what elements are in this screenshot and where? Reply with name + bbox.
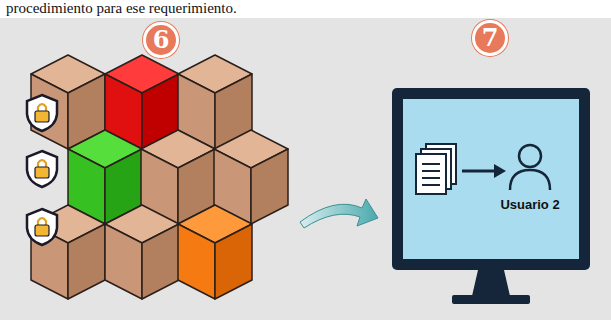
lock-body <box>35 225 49 236</box>
cube-right <box>215 224 252 299</box>
cube-cluster <box>31 55 288 299</box>
lock-shields <box>27 95 57 245</box>
shield <box>27 209 57 245</box>
document-lines <box>422 164 440 185</box>
shield <box>27 95 57 131</box>
callout-number: 7 <box>482 26 499 50</box>
cut-off-text: procedimiento para ese requerimiento. <box>6 0 237 17</box>
cube-right <box>68 224 105 299</box>
cube-right <box>142 224 179 299</box>
lock-shackle <box>38 160 46 167</box>
lock-shackle <box>38 104 46 111</box>
monitor-neck <box>472 270 510 296</box>
step-number: 6 <box>143 22 179 58</box>
user-screen: Usuario 2 <box>403 99 579 259</box>
user-label: Usuario 2 <box>500 197 559 212</box>
shield <box>27 151 57 187</box>
cube-left <box>105 224 142 299</box>
lock-body <box>35 111 49 122</box>
monitor-base <box>452 295 530 304</box>
step-number: 7 <box>472 20 508 56</box>
user-head <box>519 145 541 167</box>
lock-body <box>35 167 49 178</box>
document-icon <box>416 144 456 194</box>
lock-shackle <box>38 218 46 225</box>
user-body <box>510 170 550 190</box>
monitor-screen <box>403 99 579 259</box>
callout-number: 6 <box>153 28 170 52</box>
flow-arrow <box>300 199 378 228</box>
panel-ground <box>0 18 611 320</box>
monitor-frame <box>392 88 590 270</box>
cube-left <box>178 224 215 299</box>
send-arrowhead <box>494 164 506 178</box>
cube-right <box>251 149 288 224</box>
send-arrow <box>462 170 496 173</box>
